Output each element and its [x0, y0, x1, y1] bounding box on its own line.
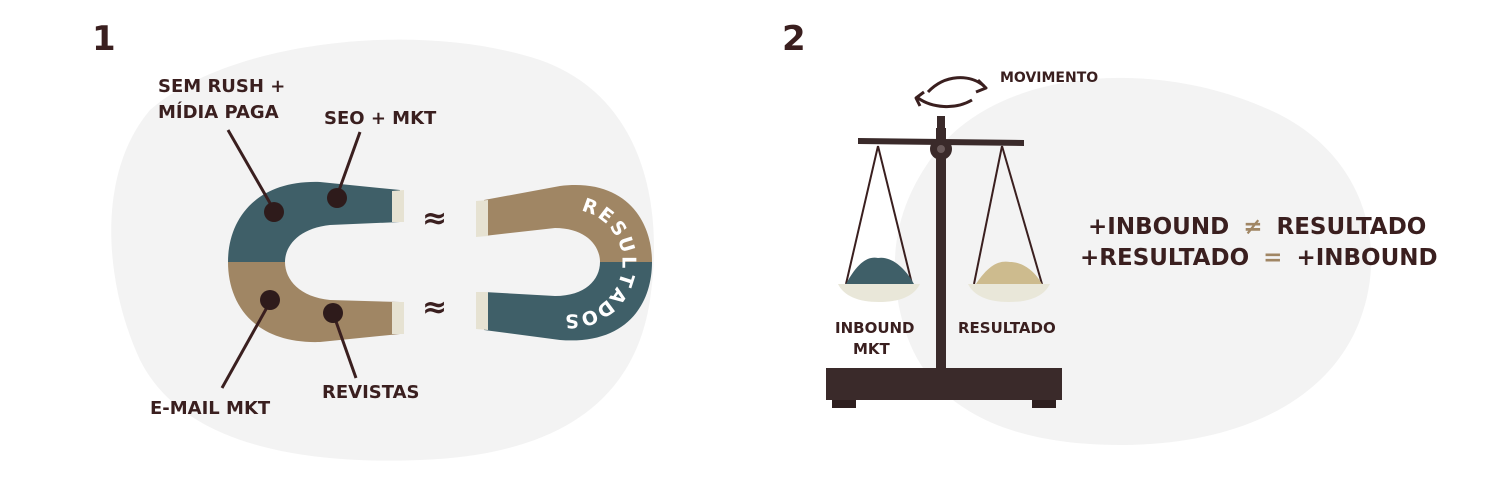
dot-seo	[327, 188, 347, 208]
label-movimento: MOVIMENTO	[1000, 70, 1098, 86]
scale-pole-top	[937, 116, 945, 130]
approx-symbol-top: ≈	[422, 201, 447, 236]
equation2-operator: =	[1263, 245, 1282, 271]
dot-email	[260, 290, 280, 310]
right-magnet	[476, 185, 652, 341]
movement-arrows-icon	[914, 76, 988, 108]
label-email: E-MAIL MKT	[150, 398, 271, 419]
left-pan	[838, 284, 920, 302]
equation-line-1: +INBOUND ≠ RESULTADO	[1088, 214, 1426, 240]
left-magnet-cap-top	[392, 190, 404, 222]
resultados-letter: S	[565, 309, 579, 331]
right-magnet-cap-top	[476, 200, 488, 237]
scale-base	[826, 368, 1062, 400]
pointer-lines	[220, 129, 362, 389]
right-pan-content	[976, 261, 1042, 284]
background-blob-left	[111, 39, 655, 461]
label-left-pan-line1: INBOUND	[835, 319, 915, 337]
label-right-pan: RESULTADO	[958, 319, 1056, 337]
label-seo: SEO + MKT	[324, 108, 437, 129]
right-pan	[968, 284, 1050, 302]
resultados-letter: T	[613, 270, 638, 289]
right-magnet-bottom-half	[484, 262, 652, 341]
equation1-left: +INBOUND	[1088, 214, 1229, 240]
equation1-right: RESULTADO	[1277, 214, 1427, 240]
resultados-letter: L	[617, 256, 639, 268]
dot-sem-rush	[264, 202, 284, 222]
scale-strings	[845, 145, 1043, 285]
scale-pole	[936, 128, 946, 370]
right-magnet-top-half	[484, 185, 652, 262]
scale-pivot-inner	[937, 145, 945, 153]
resultados-letter: U	[613, 234, 639, 255]
label-sem-rush-line2: MÍDIA PAGA	[158, 101, 279, 123]
equation-line-2: +RESULTADO = +INBOUND	[1080, 245, 1438, 271]
panel-number-1: 1	[92, 19, 116, 59]
label-revistas: REVISTAS	[322, 382, 420, 403]
label-left-pan-line2: MKT	[853, 340, 891, 358]
label-sem-rush-line1: SEM RUSH +	[158, 76, 285, 97]
equation2-left: +RESULTADO	[1080, 245, 1249, 271]
approx-symbol-bottom: ≈	[422, 290, 447, 325]
equation1-operator: ≠	[1243, 214, 1262, 240]
resultados-letter: O	[578, 304, 601, 330]
right-magnet-cap-bottom	[476, 292, 488, 330]
scale-base-foot-right	[1032, 400, 1056, 408]
panel-number-2: 2	[782, 19, 806, 59]
scale-base-foot-left	[832, 400, 856, 408]
left-magnet-cap-bottom	[392, 302, 404, 334]
background-blob-right	[894, 77, 1372, 446]
left-magnet-bottom-half	[228, 262, 400, 343]
equation2-right: +INBOUND	[1296, 245, 1437, 271]
left-pan-content	[846, 257, 914, 284]
dot-revistas	[323, 303, 343, 323]
balance-scale	[826, 116, 1062, 408]
